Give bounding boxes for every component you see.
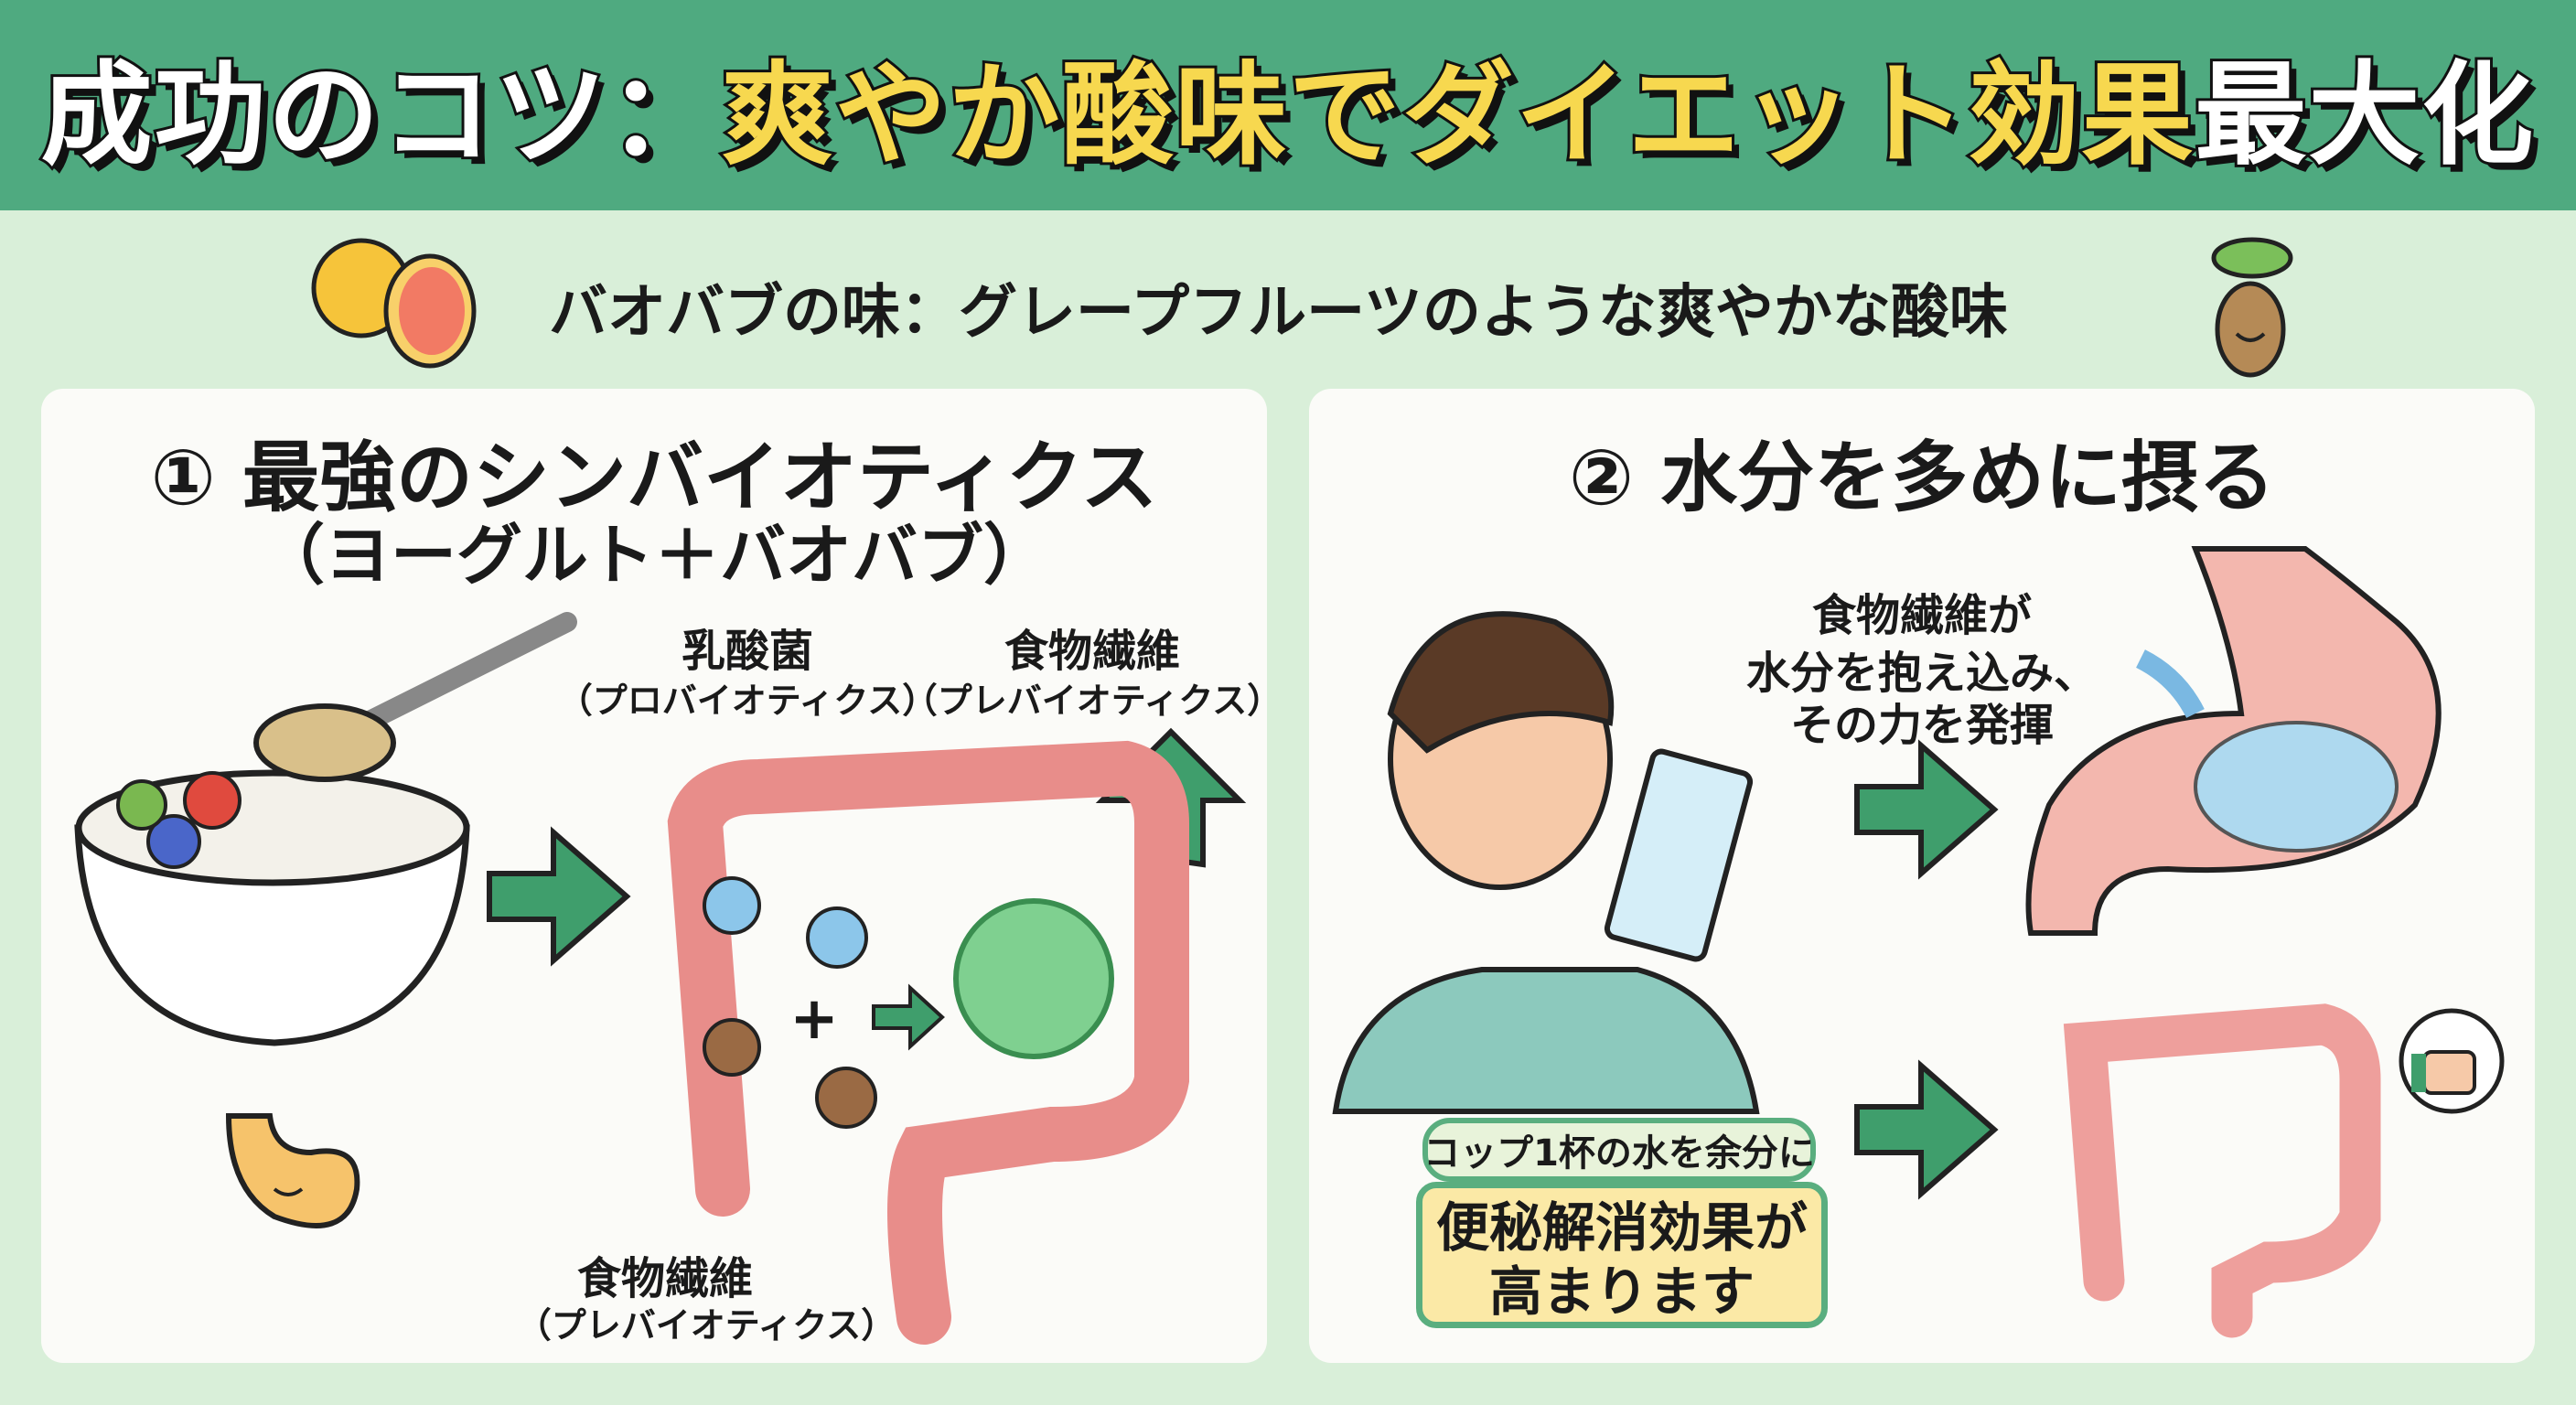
arrow-into-stomach-icon bbox=[2135, 649, 2205, 719]
title-suffix: 最大化 bbox=[2192, 48, 2536, 183]
callout-top: コップ1杯の水を余分に bbox=[1422, 1118, 1816, 1182]
callout-main-line2: 高まります bbox=[1488, 1260, 1755, 1323]
large-intestine-icon bbox=[667, 740, 1189, 1345]
callout-main-line1: 便秘解消効果が bbox=[1435, 1196, 1808, 1259]
yogurt-bowl-icon bbox=[74, 769, 470, 1046]
water-glass-icon bbox=[1604, 748, 1754, 962]
spoon-icon bbox=[253, 612, 577, 782]
fiber-particle-icon bbox=[815, 1067, 877, 1129]
healthy-intestine-icon bbox=[2063, 1003, 2381, 1338]
label-prebiotics: （プレバイオティクス） bbox=[902, 681, 1283, 721]
title-highlight: 爽やか酸味でダイエット効果 bbox=[719, 48, 2196, 183]
panel1-title: ① 最強のシンバイオティクス bbox=[150, 433, 1158, 522]
label-prebiotics-bottom: （プレバイオティクス） bbox=[516, 1305, 896, 1346]
lactic-bacteria-icon bbox=[703, 876, 761, 935]
label-dietary-fiber-bottom: 食物繊維 bbox=[576, 1253, 754, 1304]
label-dietary-fiber: 食物繊維 bbox=[1004, 626, 1181, 677]
arrow-right-icon bbox=[487, 826, 631, 967]
thumbs-up-icon bbox=[2399, 1008, 2505, 1114]
happy-stomach-icon bbox=[225, 1113, 360, 1228]
gut-flora-icon bbox=[953, 898, 1114, 1059]
plus-sign: + bbox=[789, 985, 839, 1053]
fiber-note-line1: 食物繊維が bbox=[1811, 590, 2033, 641]
person-drinking-icon bbox=[1332, 611, 1760, 1114]
panel2-title: ② 水分を多めに摂る bbox=[1568, 433, 2276, 522]
page-title: 成功のコツ：爽やか酸味でダイエット効果最大化 bbox=[38, 25, 2537, 187]
baobab-taste-note: バオバブの味：グレープフルーツのような爽やかな酸味 bbox=[549, 279, 2008, 347]
callout-box: 便秘解消効果が 高まります bbox=[1416, 1182, 1828, 1328]
fiber-note-line3: その力を発揮 bbox=[1789, 700, 2055, 751]
lactic-bacteria-icon bbox=[806, 906, 868, 969]
panel1-subtitle: （ヨーグルト＋バオバブ） bbox=[258, 517, 1050, 594]
stomach-with-water-icon bbox=[2025, 546, 2442, 936]
fiber-note-line2: 水分を抱え込み、 bbox=[1745, 648, 2098, 699]
fiber-particle-icon bbox=[703, 1018, 761, 1077]
label-lactic-acid-bacteria: 乳酸菌 bbox=[681, 626, 814, 677]
header-banner: 成功のコツ：爽やか酸味でダイエット効果最大化 bbox=[0, 0, 2576, 210]
title-prefix: 成功のコツ： bbox=[38, 48, 723, 183]
arrow-right-icon bbox=[1854, 739, 1999, 880]
arrow-right-icon bbox=[1854, 1059, 1999, 1200]
label-probiotics: （プロバイオティクス） bbox=[557, 681, 938, 721]
arrow-right-icon bbox=[872, 983, 945, 1051]
